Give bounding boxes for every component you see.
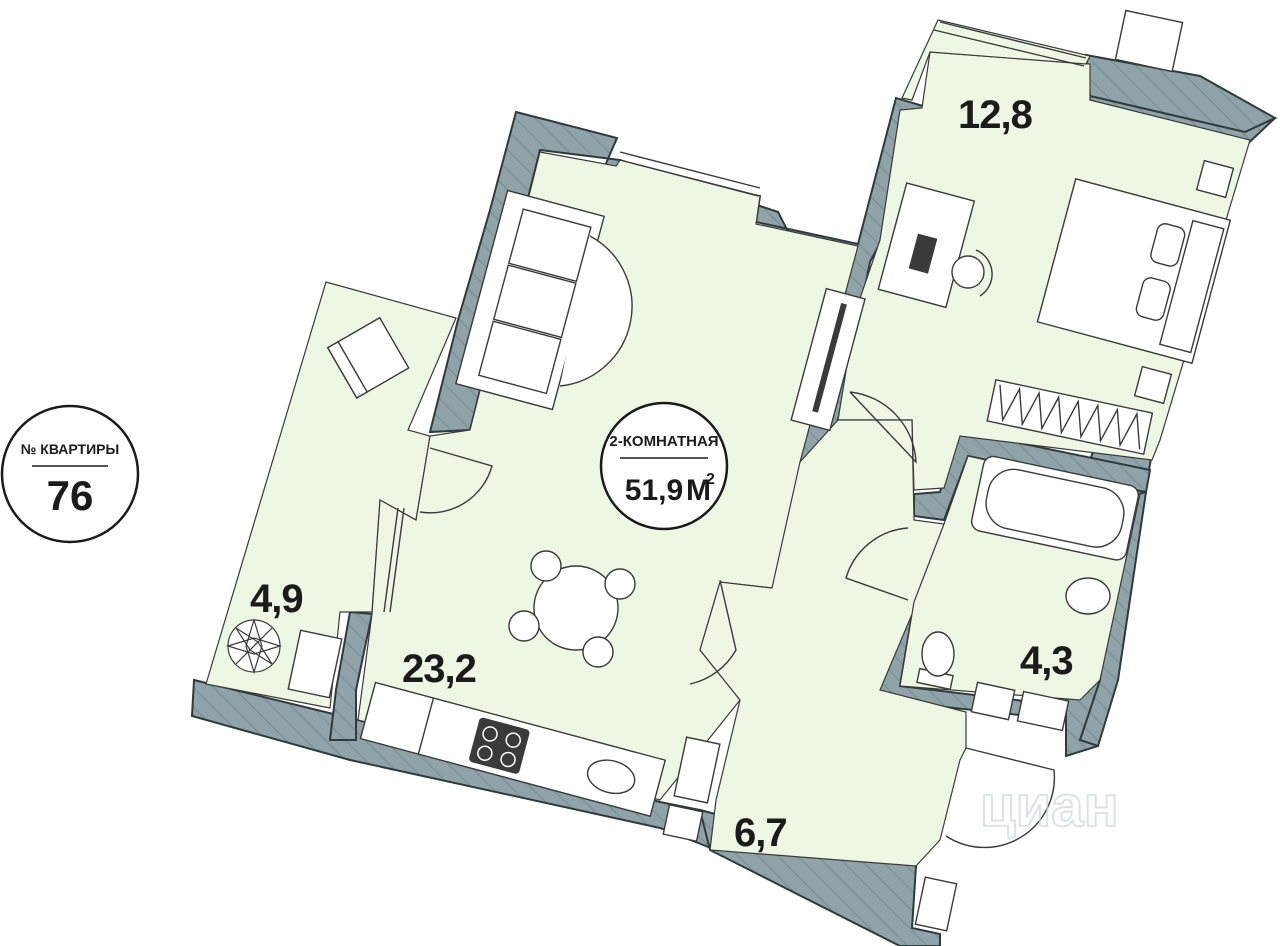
- burner-icon: [482, 726, 498, 742]
- balcony-cabinet: [287, 629, 343, 699]
- room-area-living-kitchen: 23,2: [402, 647, 476, 691]
- shaft: [1114, 9, 1184, 73]
- wall-bath-north: [913, 428, 1152, 522]
- pillow-icon: [1135, 277, 1171, 321]
- sofa-cushion: [477, 320, 562, 395]
- window-living: [619, 151, 761, 189]
- nightstand: [1133, 365, 1173, 405]
- kitchen-counter: [359, 681, 667, 818]
- shaft: [1016, 690, 1070, 732]
- toilet-icon: [916, 631, 955, 691]
- dining-table: [533, 565, 619, 651]
- shaft: [662, 803, 704, 843]
- dining-chair: [582, 636, 614, 668]
- apartment-number-caption: № КВАРТИРЫ: [21, 441, 119, 457]
- dining-set: [508, 550, 636, 668]
- laptop-icon: [908, 233, 938, 274]
- window-bedroom: [939, 21, 1087, 59]
- door-living: [689, 579, 737, 685]
- shaft: [970, 681, 1016, 721]
- dining-chair: [604, 568, 636, 600]
- watermark-text: циан: [980, 774, 1119, 839]
- bathtub-basin: [985, 468, 1125, 548]
- tv-screen: [812, 302, 847, 413]
- apartment-area-value: 51,9: [625, 474, 683, 507]
- plant-icon: [225, 617, 283, 675]
- apartment-area-unit-sup: 2: [706, 471, 715, 488]
- room-area-hallway: 6,7: [734, 811, 787, 855]
- office-chair: [951, 249, 993, 297]
- chair-back: [975, 249, 993, 297]
- floor-bedroom-balcony: [901, 19, 1091, 101]
- door-bedroom: [849, 391, 917, 464]
- sofa-cushion: [492, 264, 577, 339]
- burner-icon: [477, 745, 493, 762]
- window-bedroom-inner: [933, 29, 1085, 67]
- armchair-arm: [326, 340, 369, 399]
- room-area-bedroom: 12,8: [958, 93, 1033, 137]
- burner-icon: [500, 751, 516, 768]
- door-entrance: [945, 747, 1056, 849]
- bathtub: [970, 455, 1139, 561]
- room-area-bathroom: 4,3: [1020, 639, 1073, 683]
- chair-seat: [951, 255, 985, 289]
- window-balcony-door-inner: [389, 507, 405, 613]
- burner-icon: [505, 732, 521, 748]
- apartment-number: 76: [47, 472, 94, 519]
- shaft: [673, 736, 721, 804]
- pillow-icon: [1150, 223, 1186, 267]
- windows: [383, 21, 1087, 613]
- dining-chair: [530, 550, 562, 582]
- sink-icon: [586, 759, 636, 795]
- washbasin-icon: [1065, 577, 1111, 615]
- nightstand: [1195, 159, 1235, 199]
- armchair: [326, 316, 410, 399]
- window-living-inner: [619, 159, 759, 197]
- apartment-summary-badge: 2-КОМНАТНАЯ 51,9 М 2: [599, 401, 729, 531]
- counter-divider: [417, 697, 435, 755]
- room-area-balcony: 4,9: [250, 577, 303, 621]
- summary-circle: [599, 401, 729, 531]
- sofa-cushion: [507, 208, 592, 283]
- bed-headboard: [1158, 219, 1225, 354]
- door-balcony: [419, 447, 493, 514]
- bed: [1036, 177, 1232, 365]
- shafts: [662, 9, 1184, 932]
- tv-stand: [790, 287, 866, 432]
- apartment-area-unit: М: [686, 474, 711, 507]
- rug-half-circle: [559, 235, 633, 387]
- window-balcony-door: [383, 507, 399, 613]
- doors: [419, 391, 1056, 849]
- wardrobe: [986, 378, 1154, 455]
- desk: [877, 182, 976, 309]
- wardrobe-hangers: [999, 384, 1141, 450]
- dining-chair: [508, 610, 540, 642]
- door-bathroom: [845, 527, 909, 601]
- apartment-number-badge: № КВАРТИРЫ 76: [0, 404, 140, 544]
- apartment-type: 2-КОМНАТНАЯ: [609, 433, 718, 450]
- number-circle: [0, 404, 140, 544]
- shaft: [914, 876, 958, 932]
